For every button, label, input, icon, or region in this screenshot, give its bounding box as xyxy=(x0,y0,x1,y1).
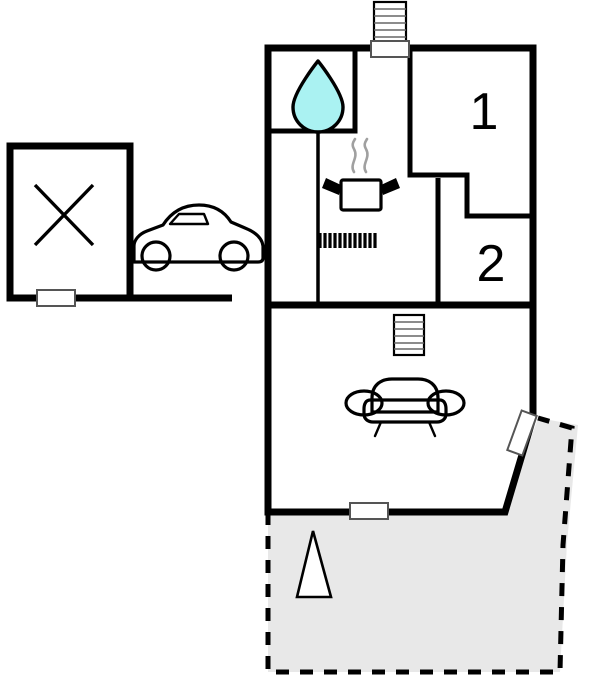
steam-icon xyxy=(351,137,369,174)
house-outline xyxy=(264,44,537,516)
storage-building xyxy=(6,142,134,302)
wall-bathroom xyxy=(268,48,358,134)
house-exterior-wall xyxy=(264,44,537,516)
cross-box-icon xyxy=(33,183,95,247)
interior-walls xyxy=(268,48,533,309)
door-entrance-top xyxy=(370,40,410,58)
terrace-dashed-outline xyxy=(265,415,575,675)
car-icon xyxy=(132,203,265,272)
door-storage-building xyxy=(36,289,76,307)
room-label-2: 2 xyxy=(477,235,506,293)
wall-room1-left xyxy=(407,48,533,219)
room-label-1: 1 xyxy=(470,83,499,141)
cooking-pot-icon xyxy=(322,137,400,212)
terrace-fill-shape xyxy=(268,418,578,672)
kitchen-counter-icon xyxy=(318,233,377,248)
staircase-icon-upper xyxy=(372,0,408,46)
water-drop-icon xyxy=(291,59,345,134)
terrace-area xyxy=(265,415,578,675)
staircase-icon-living xyxy=(392,313,426,357)
parasol-icon xyxy=(295,530,333,599)
door-terrace-angled xyxy=(506,409,538,457)
door-terrace-bottom xyxy=(349,502,389,520)
sofa-icon xyxy=(344,377,466,438)
